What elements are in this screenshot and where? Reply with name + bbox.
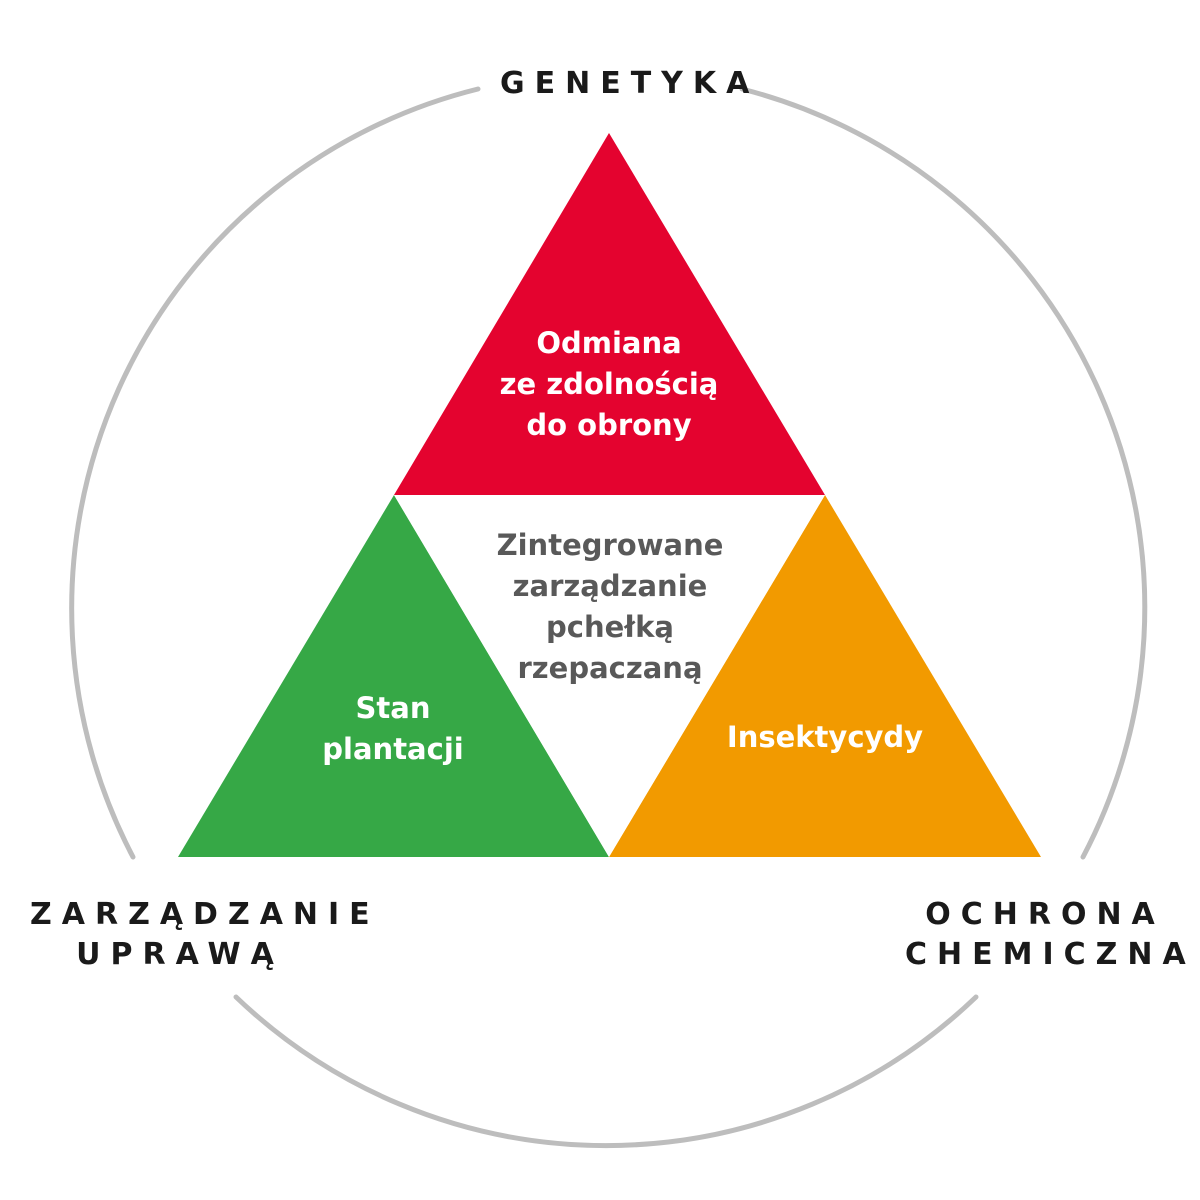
center-text-line1: Zintegrowane <box>497 528 724 562</box>
circle-arc-top-right <box>739 86 1148 860</box>
top-triangle-text-line3: do obrony <box>526 408 691 442</box>
right-triangle-text-line1: Insektycydy <box>727 720 923 754</box>
label-ochrona-line1: OCHRONA <box>925 897 1165 932</box>
right-triangle <box>609 495 1041 857</box>
label-ochrona-line2: CHEMICZNA <box>905 937 1196 972</box>
top-triangle <box>394 133 825 495</box>
top-triangle-text-line2: ze zdolnością <box>500 367 719 401</box>
center-text-line4: rzepaczaną <box>517 651 702 685</box>
label-zarzadzanie-uprawa: ZARZĄDZANIE UPRAWĄ <box>30 895 380 975</box>
outer-circle <box>69 86 1148 1148</box>
label-genetyka: GENETYKA <box>500 66 760 101</box>
center-text-line2: zarządzanie <box>513 569 708 603</box>
top-triangle-text-line1: Odmiana <box>536 326 681 360</box>
left-triangle-text-line1: Stan <box>356 691 431 725</box>
label-ochrona-chemiczna: OCHRONA CHEMICZNA <box>905 895 1196 975</box>
center-triangle <box>394 495 825 857</box>
left-triangle <box>178 495 609 857</box>
label-zarzadzanie-line1: ZARZĄDZANIE <box>30 897 380 932</box>
left-triangle-text-line2: plantacji <box>322 732 463 766</box>
circle-arc-bottom <box>233 994 979 1148</box>
label-zarzadzanie-line2: UPRAWĄ <box>76 937 284 972</box>
circle-arc-left-top <box>69 86 481 860</box>
center-text-line3: pchełką <box>546 610 674 644</box>
